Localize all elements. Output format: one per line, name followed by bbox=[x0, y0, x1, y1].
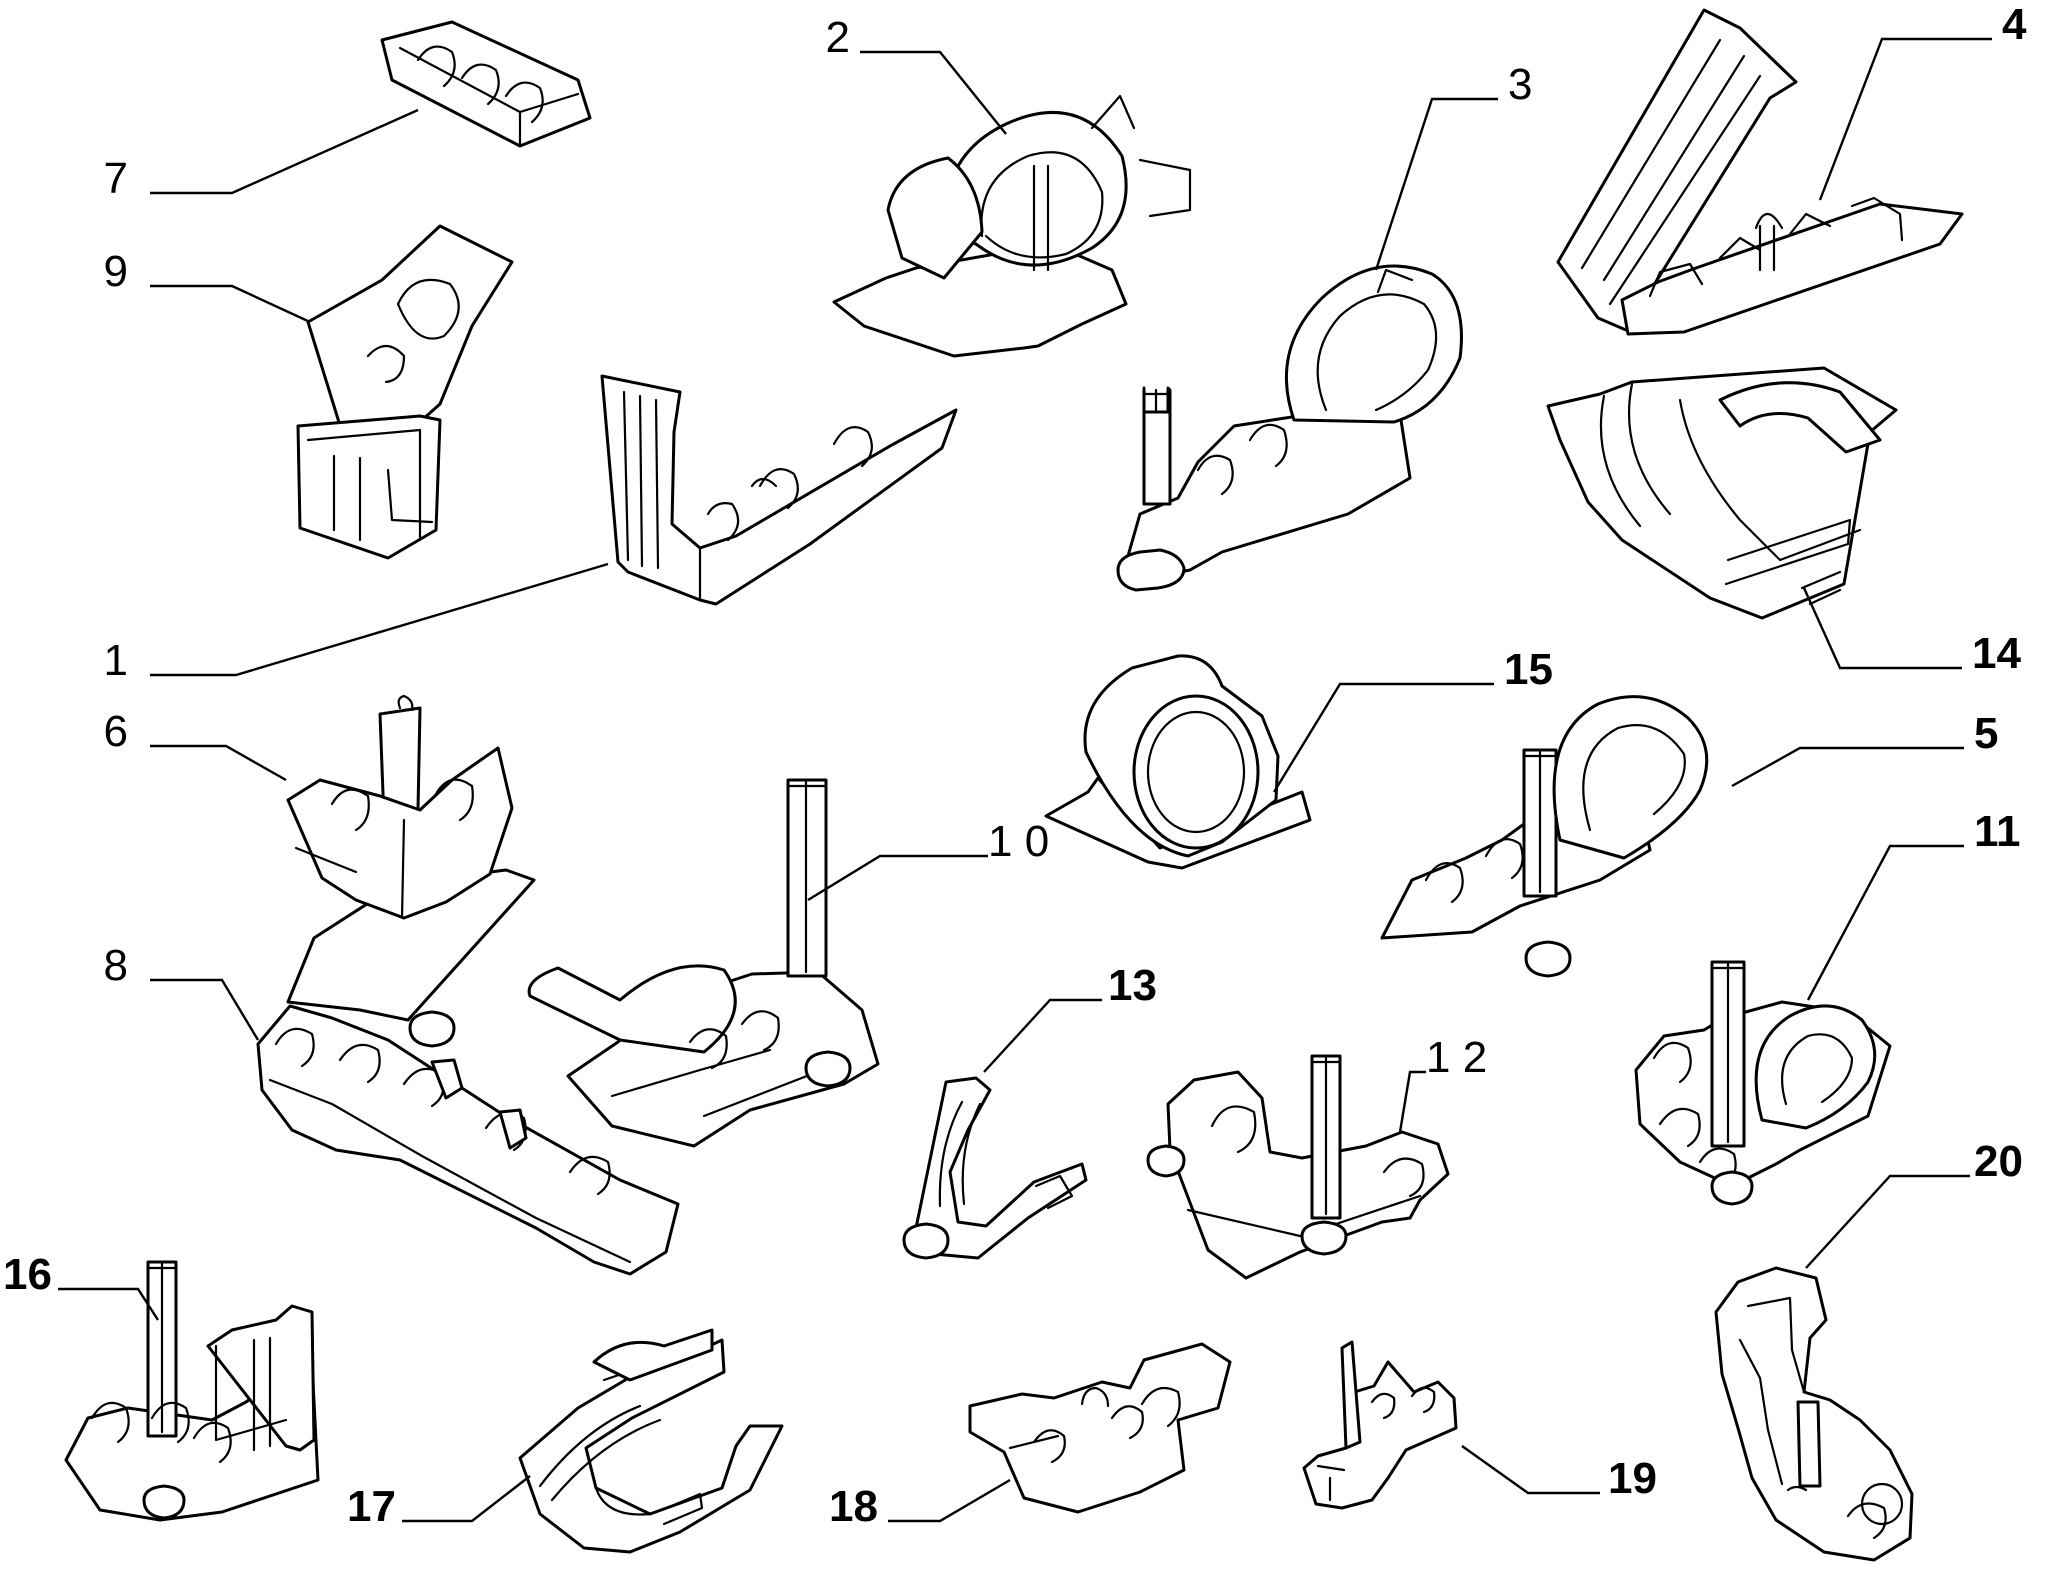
leader-9 bbox=[150, 284, 311, 324]
part-2-double-clamp bbox=[832, 94, 1192, 358]
callout-14: 14 bbox=[1972, 629, 2021, 678]
part-19-small-hinge-clip bbox=[1302, 1340, 1458, 1510]
part-8-multi-pipe-strip bbox=[256, 1004, 680, 1276]
part-7-triple-pipe-clip bbox=[380, 20, 592, 148]
callout-15: 15 bbox=[1504, 645, 1553, 694]
part-11-star-clamp bbox=[1634, 960, 1892, 1206]
leader-14 bbox=[1802, 587, 1962, 670]
callout-13: 13 bbox=[1108, 961, 1157, 1010]
callout-1: 1 bbox=[104, 636, 128, 685]
part-14-wide-double-clip bbox=[1546, 366, 1898, 620]
leader-2 bbox=[860, 50, 1007, 135]
callout-6: 6 bbox=[104, 707, 128, 756]
callout-5: 5 bbox=[1974, 709, 1998, 758]
leader-8 bbox=[150, 978, 260, 1041]
leader-6 bbox=[150, 744, 287, 782]
leader-5 bbox=[1731, 746, 1964, 788]
part-9-connector-clip bbox=[296, 224, 514, 560]
leader-3 bbox=[1374, 97, 1498, 271]
leader-1 bbox=[150, 562, 609, 677]
callout-11: 11 bbox=[1974, 807, 2021, 856]
callout-16: 16 bbox=[3, 1250, 52, 1299]
callout-3: 3 bbox=[1508, 60, 1532, 109]
part-13-strap-clip bbox=[902, 1076, 1088, 1260]
part-4-hinged-channel bbox=[1556, 8, 1964, 336]
part-16-pin-hook-clip bbox=[64, 1260, 320, 1522]
leader-10 bbox=[807, 854, 988, 902]
part-6-plate-clip bbox=[286, 694, 536, 1048]
leader-4 bbox=[1818, 37, 1992, 201]
callout-12: 1 2 bbox=[1426, 1033, 1487, 1082]
part-3-clamp-with-pin bbox=[1116, 264, 1463, 592]
callout-8: 8 bbox=[104, 941, 128, 990]
leader-12 bbox=[1398, 1070, 1426, 1133]
part-1-long-clip bbox=[600, 374, 958, 606]
leader-18 bbox=[888, 1478, 1011, 1523]
callout-17: 17 bbox=[347, 1482, 396, 1531]
leader-13 bbox=[983, 998, 1102, 1073]
part-20-housing-bracket bbox=[1714, 1266, 1914, 1562]
callout-4: 4 bbox=[2002, 0, 2027, 49]
leader-7 bbox=[150, 108, 419, 195]
part-17-open-bottom-clip bbox=[518, 1328, 784, 1554]
callout-2: 2 bbox=[826, 13, 850, 62]
leader-15 bbox=[1272, 682, 1494, 793]
part-15-round-grommet bbox=[1044, 654, 1312, 870]
leader-11 bbox=[1806, 844, 1964, 1001]
part-12-pin-bracket bbox=[1146, 1054, 1450, 1280]
callout-9: 9 bbox=[104, 247, 128, 296]
part-5-clamp-with-pin bbox=[1380, 695, 1709, 978]
callout-7: 7 bbox=[104, 154, 128, 203]
leader-19 bbox=[1461, 1445, 1600, 1495]
callout-18: 18 bbox=[829, 1482, 878, 1531]
callout-10: 1 0 bbox=[988, 817, 1049, 866]
callout-19: 19 bbox=[1608, 1454, 1657, 1503]
part-18-dual-channel-clip bbox=[968, 1342, 1232, 1514]
leader-17 bbox=[402, 1475, 531, 1523]
part-10-pin-clip bbox=[527, 778, 880, 1148]
leader-20 bbox=[1805, 1174, 1970, 1269]
callout-20: 20 bbox=[1974, 1137, 2023, 1186]
leader-16 bbox=[58, 1287, 160, 1321]
